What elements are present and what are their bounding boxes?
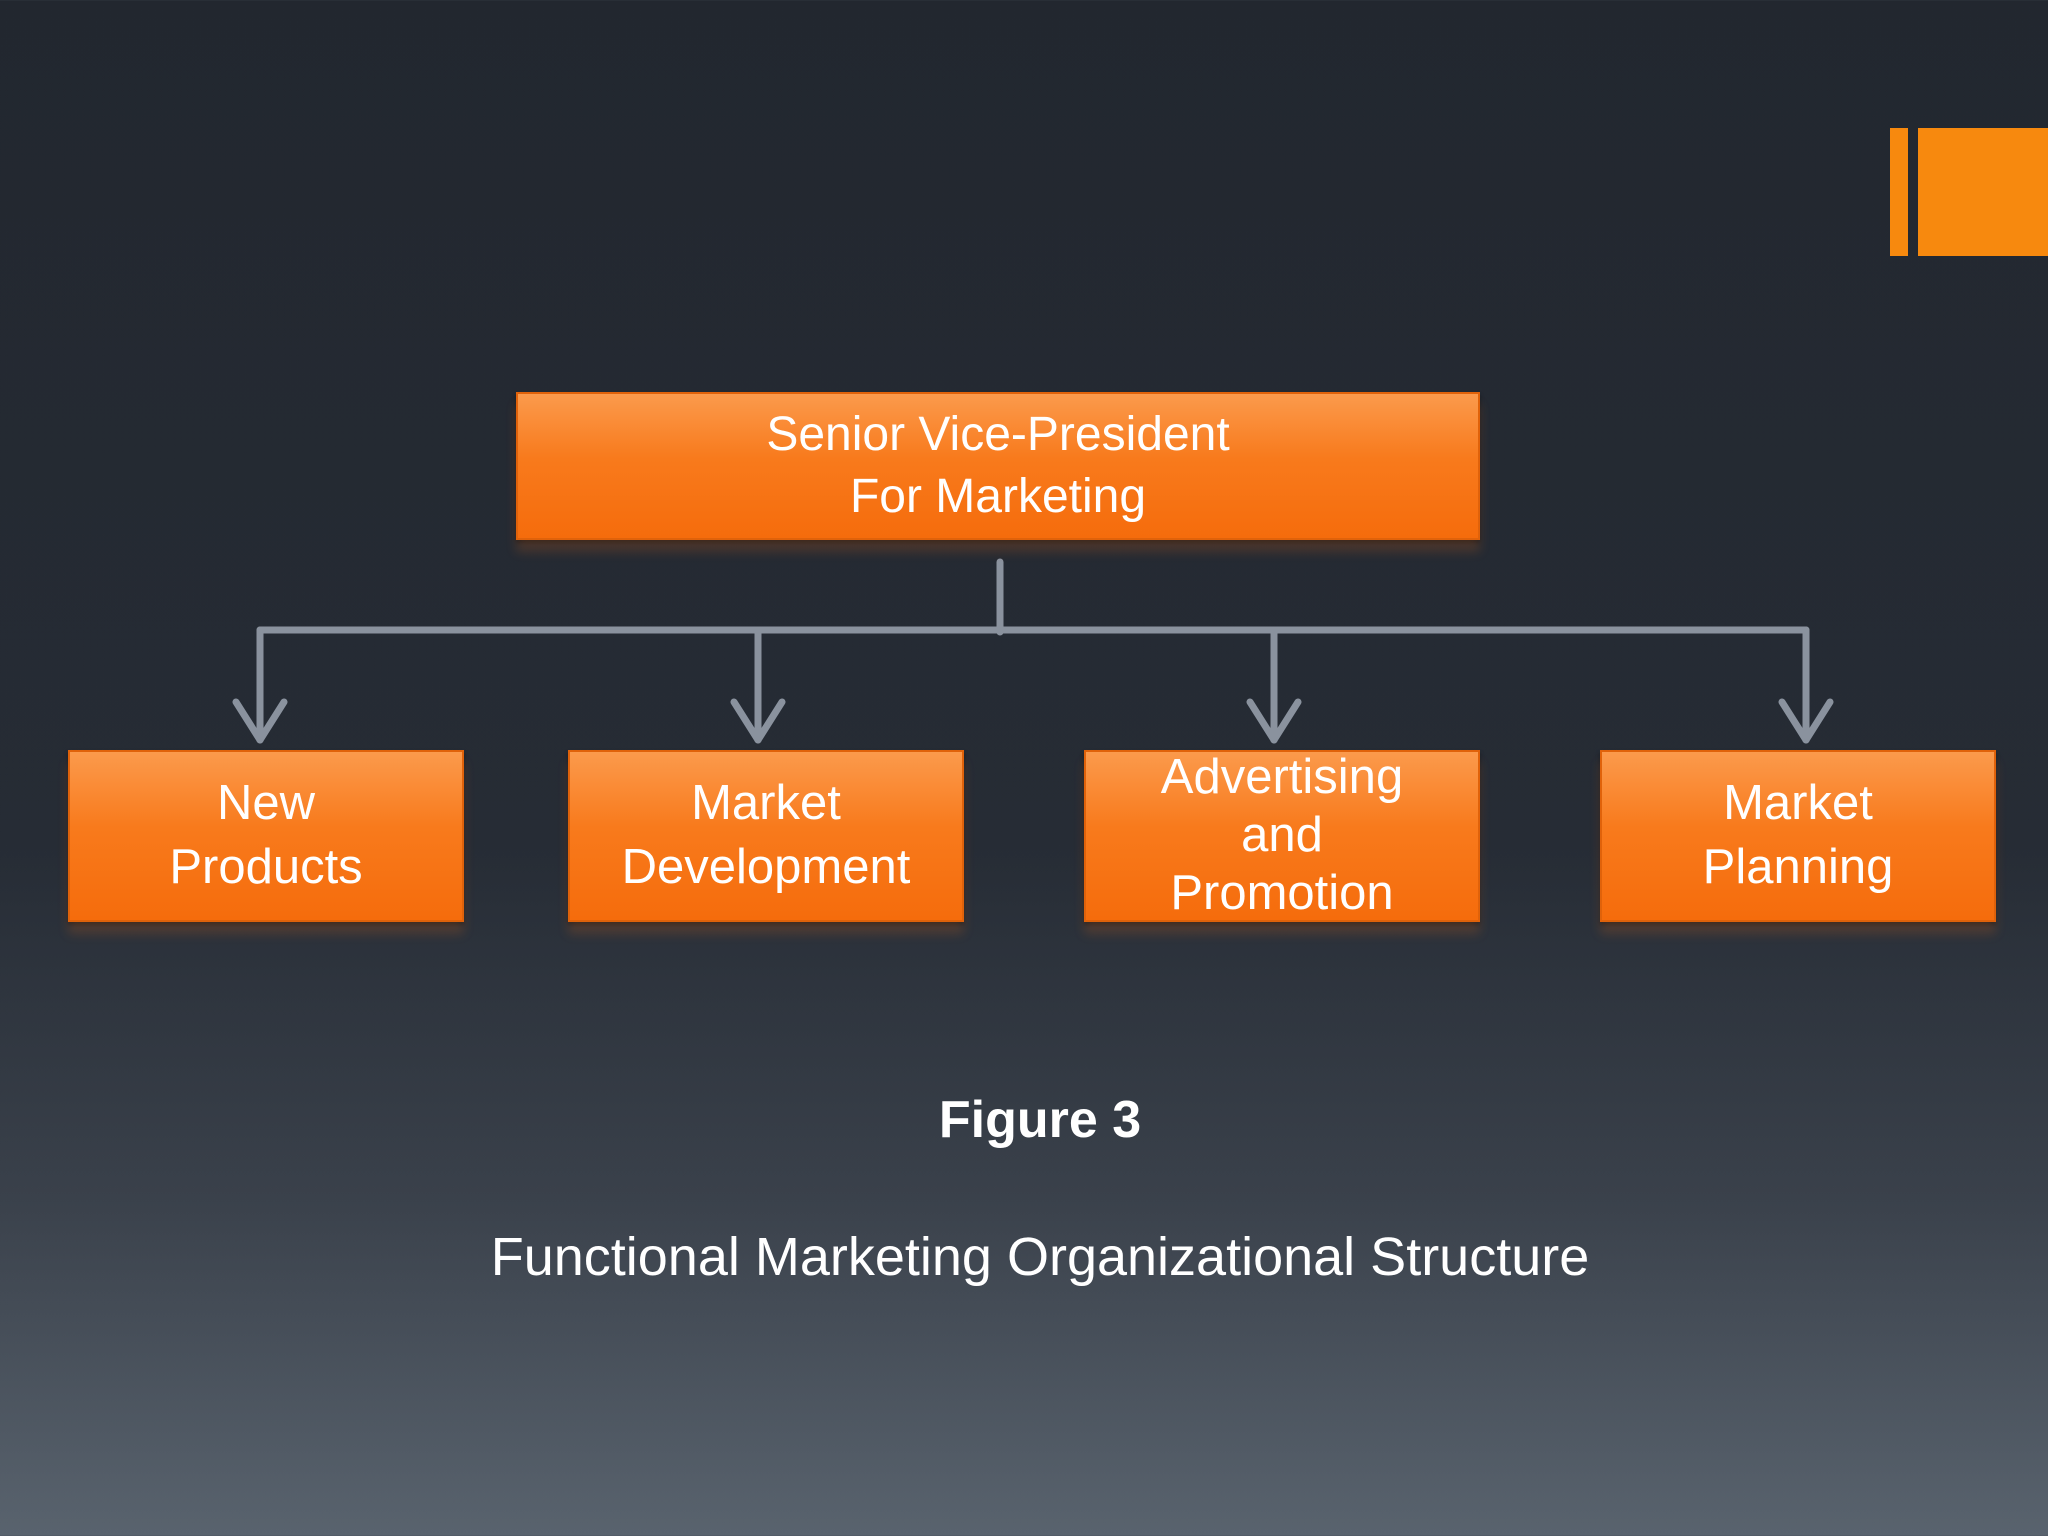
org-box-label: Senior Vice-President For Marketing (766, 407, 1230, 523)
figure-number: Figure 3 (938, 1091, 1142, 1149)
org-box-label: New Products (169, 776, 363, 894)
org-box-market-development: Market Development (568, 750, 964, 922)
arrowhead-advertising (1246, 698, 1302, 744)
org-box-label: Advertising and Promotion (1160, 750, 1404, 920)
org-box-label: Market Planning (1702, 776, 1894, 894)
org-box-label: Market Development (621, 776, 911, 894)
figure-title: Functional Marketing Organizational Stru… (490, 1227, 1590, 1287)
accent-bar-thin (1890, 128, 1908, 256)
org-box-advertising-promotion: Advertising and Promotion (1084, 750, 1480, 922)
org-box-senior-vp: Senior Vice-President For Marketing (516, 392, 1480, 540)
org-box-new-products: New Products (68, 750, 464, 922)
arrowhead-market-planning (1778, 698, 1834, 744)
arrowhead-new-products (232, 698, 288, 744)
arrowhead-market-development (730, 698, 786, 744)
accent-bar-block (1918, 128, 2048, 256)
org-box-market-planning: Market Planning (1600, 750, 1996, 922)
